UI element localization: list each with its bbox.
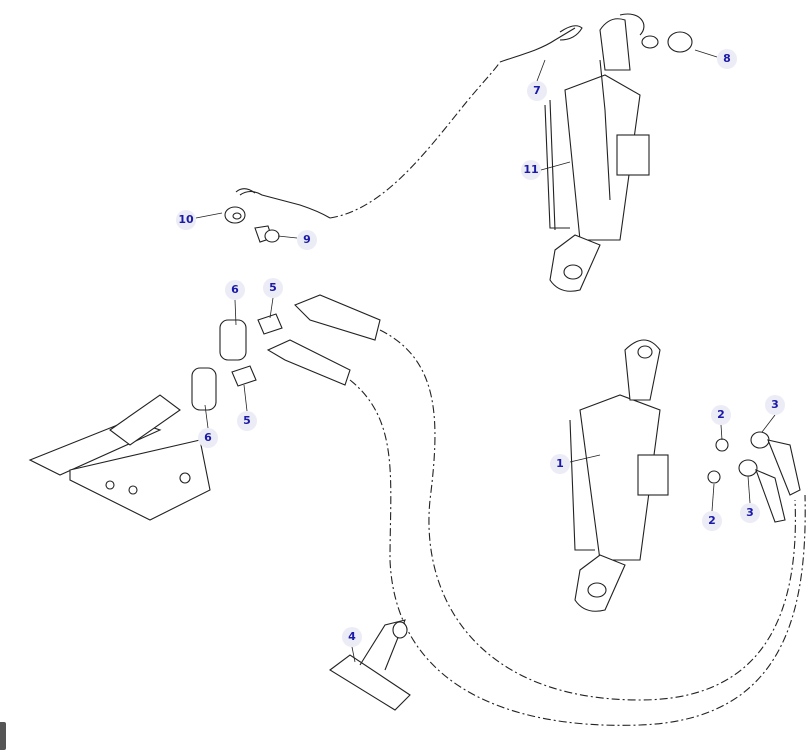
top-cylinder [544,13,693,292]
callout-3[interactable]: 3 [765,395,785,415]
callout-9[interactable]: 9 [297,230,317,250]
callout-5[interactable]: 5 [237,411,257,431]
callout-10[interactable]: 10 [176,210,196,230]
bottom-cylinder [569,339,801,612]
callout-8[interactable]: 8 [717,49,737,69]
callout-6[interactable]: 6 [198,428,218,448]
callout-6[interactable]: 6 [225,280,245,300]
callout-3[interactable]: 3 [740,503,760,523]
cable-pin [499,25,583,63]
callout-2[interactable]: 2 [711,405,731,425]
callout-2[interactable]: 2 [702,511,722,531]
callout-5[interactable]: 5 [263,278,283,298]
callout-1[interactable]: 1 [550,454,570,474]
callout-7[interactable]: 7 [527,81,547,101]
side-panel-toggle[interactable] [0,722,6,750]
callout-4[interactable]: 4 [342,627,362,647]
hose-paths [329,61,806,726]
callout-11[interactable]: 11 [521,160,541,180]
leader-lines [195,49,776,663]
lanyard-parts [224,188,331,243]
coupler-block [28,294,381,521]
bracket [329,619,411,711]
